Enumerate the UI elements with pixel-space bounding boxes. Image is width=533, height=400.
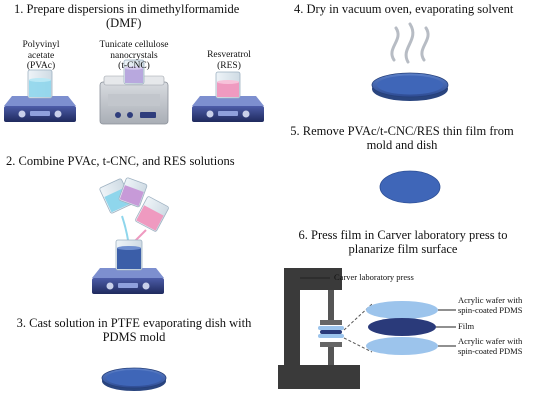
label-wafer-top: Acrylic wafer with spin-coated PDMS — [458, 295, 523, 315]
label-pvac-line-3: (PVAc) — [26, 61, 56, 71]
step-6-line-1: 6. Press film in Carver laboratory press… — [298, 228, 508, 242]
label-cnc: Tunicate cellulose nanocrystals (t-CNC) — [96, 40, 172, 72]
label-res: Resveratrol (RES) — [202, 50, 256, 71]
label-wafer-bottom-line-2: spin-coated PDMS — [458, 345, 523, 356]
label-wafer-bottom-line-1: Acrylic wafer with — [458, 336, 523, 346]
hotplate-res — [192, 71, 264, 122]
step-4-title: 4. Dry in vacuum oven, evaporating solve… — [294, 2, 514, 16]
beaker-mixed — [115, 239, 143, 271]
dish-drying — [371, 22, 449, 101]
label-pvac-line-2: acetate — [27, 50, 55, 61]
label-wafer-bottom: Acrylic wafer with spin-coated PDMS — [458, 336, 523, 356]
step-3-line-2: PDMS mold — [102, 330, 166, 344]
label-cnc-line-3: (t-CNC) — [118, 61, 150, 71]
step-5-title: 5. Remove PVAc/t-CNC/RES thin film from … — [276, 124, 528, 152]
press-stack — [366, 301, 456, 355]
label-res-line-2: (RES) — [217, 60, 241, 71]
step-2-title: 2. Combine PVAc, t-CNC, and RES solution… — [6, 154, 235, 168]
label-wafer-top-line-2: spin-coated PDMS — [458, 304, 523, 315]
label-wafer-top-line-1: Acrylic wafer with — [458, 295, 523, 305]
pouring-beakers — [99, 177, 169, 243]
step-3-line-1: 3. Cast solution in PTFE evaporating dis… — [16, 316, 252, 330]
step-6-line-2: planarize film surface — [348, 242, 458, 256]
sonicator-cnc — [99, 59, 169, 125]
hotplate-pvac — [4, 69, 76, 122]
beaker-cnc — [123, 59, 145, 85]
label-pvac: Polyvinyl acetate (PVAc) — [18, 40, 64, 72]
hotplate-mix — [92, 239, 164, 294]
label-res-line-1: Resveratrol — [207, 50, 251, 60]
label-cnc-line-1: Tunicate cellulose — [99, 40, 169, 50]
step-1-title: 1. Prepare dispersions in dimethylformam… — [14, 2, 240, 16]
step-5-line-2: mold and dish — [366, 138, 438, 152]
step-1-title-cont: (DMF) — [106, 16, 142, 30]
label-film: Film — [458, 321, 475, 331]
film-removed — [379, 170, 441, 204]
label-carver-press: Carver laboratory press — [334, 272, 414, 282]
step-6-title: 6. Press film in Carver laboratory press… — [280, 228, 526, 256]
label-cnc-line-2: nanocrystals — [110, 50, 158, 61]
step-5-line-1: 5. Remove PVAc/t-CNC/RES thin film from — [290, 124, 514, 138]
beaker-pour-res — [135, 196, 169, 232]
beaker-res — [215, 71, 241, 99]
dish-cast — [101, 367, 167, 391]
beaker-pvac — [27, 69, 53, 99]
step-3-title: 3. Cast solution in PTFE evaporating dis… — [0, 316, 268, 344]
label-pvac-line-1: Polyvinyl — [22, 40, 60, 50]
carver-press — [278, 268, 373, 389]
beaker-pour-cnc — [118, 177, 148, 208]
